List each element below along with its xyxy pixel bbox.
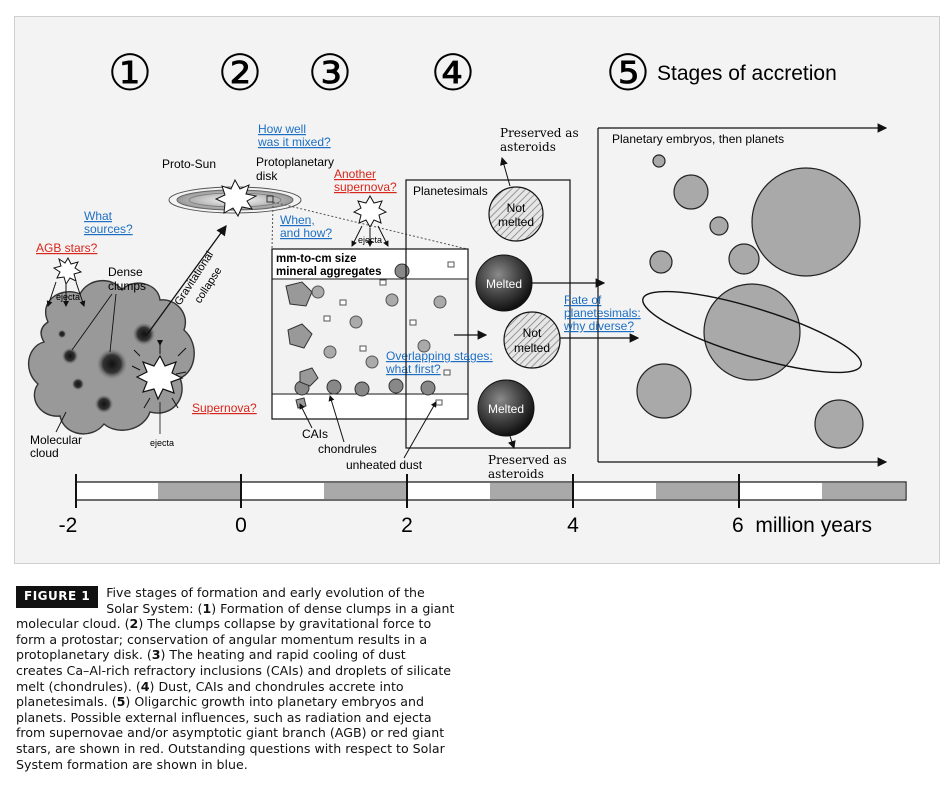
- ejecta-left-label: ejecta: [56, 292, 80, 302]
- unheated-dust-label: unheated dust: [346, 458, 423, 472]
- molecular-cloud-label-1: Molecular: [30, 433, 82, 447]
- planets: [636, 154, 864, 449]
- stage-2-number: ②: [218, 44, 263, 102]
- question-when-how-1: When,: [280, 213, 315, 227]
- stage-1-number: ①: [108, 44, 153, 102]
- timeline-tick-6-million-years: 6 million years: [732, 514, 872, 537]
- mineral-label-1: mm-to-cm size: [276, 253, 357, 265]
- timeline-bar: [75, 474, 907, 508]
- dense-clumps-label-2: clumps: [108, 279, 146, 293]
- stage-5-number: ⑤: [606, 44, 651, 102]
- question-how-mixed-1: How well: [258, 122, 306, 136]
- question-what-sources-1: What: [84, 209, 113, 223]
- mineral-aggregates-box: [271, 248, 469, 420]
- preserved-top-1: Preserved as: [500, 126, 579, 140]
- preserved-bottom-2: asteroids: [488, 467, 544, 481]
- planetesimal-not-melted-top: [488, 186, 544, 242]
- planetesimal-not-melted-middle: [503, 311, 561, 369]
- planetesimals-box: [405, 179, 571, 449]
- protoplanetary-label-2: disk: [256, 169, 278, 183]
- question-fate-1: Fate of: [564, 293, 602, 307]
- mineral-label-2: mineral aggregates: [276, 266, 381, 278]
- timeline-tick-4: 4: [567, 514, 579, 537]
- melted-top-label: Melted: [486, 277, 522, 291]
- protoplanetary-disk: [168, 178, 302, 218]
- timeline-tick-minus2: -2: [59, 514, 78, 537]
- melted-bottom-label: Melted: [488, 402, 524, 416]
- not-melted-middle-2: melted: [514, 341, 550, 355]
- protoplanetary-label-1: Protoplanetary: [256, 155, 334, 169]
- stages-title: Stages of accretion: [657, 62, 837, 85]
- question-when-how-2: and how?: [280, 226, 332, 240]
- preserved-bottom-1: Preserved as: [488, 453, 567, 467]
- planet-ring: [642, 290, 862, 374]
- not-melted-top-2: melted: [498, 215, 534, 229]
- question-how-mixed-2: was it mixed?: [257, 135, 331, 149]
- question-overlapping-1: Overlapping stages:: [386, 349, 493, 363]
- planetesimal-melted-bottom: [477, 379, 535, 437]
- influence-another-supernova-2: supernova?: [334, 180, 397, 194]
- influence-supernova: Supernova?: [192, 401, 257, 415]
- ejecta-top-label: ejecta: [358, 235, 382, 245]
- question-fate-2: planetesimals:: [564, 306, 641, 320]
- question-what-sources-2: sources?: [84, 222, 133, 236]
- collapse-arrow: [145, 224, 227, 337]
- influence-another-supernova-1: Another: [334, 167, 376, 181]
- not-melted-top-1: Not: [507, 201, 526, 215]
- molecular-cloud-label-2: cloud: [30, 446, 59, 460]
- agb-star-icon: [46, 256, 86, 307]
- preserved-top-2: asteroids: [500, 140, 556, 154]
- figure-tag: FIGURE 1: [16, 586, 99, 608]
- cais-label: CAIs: [302, 427, 328, 441]
- proto-sun-label: Proto-Sun: [162, 157, 216, 171]
- molecular-cloud: [27, 280, 195, 435]
- planets-box: [597, 123, 888, 467]
- stage-4-number: ④: [431, 44, 476, 102]
- timeline-tick-2: 2: [401, 514, 413, 537]
- question-overlapping-2: what first?: [385, 362, 441, 376]
- stage-3-number: ③: [308, 44, 353, 102]
- question-fate-3: why diverse?: [563, 319, 634, 333]
- timeline-tick-0: 0: [235, 514, 247, 537]
- ejecta-bottom-label: ejecta: [150, 438, 174, 448]
- dense-clumps-label-1: Dense: [108, 265, 143, 279]
- not-melted-middle-1: Not: [523, 326, 542, 340]
- embryos-label: Planetary embryos, then planets: [612, 132, 784, 146]
- stages-diagram: ① ② ③ ④ ⑤ Stages of accretion ejecta eje…: [27, 44, 907, 537]
- another-supernova-star-icon: [351, 194, 389, 247]
- chondrules-label: chondrules: [318, 442, 377, 456]
- supernova-star-icon: [131, 340, 187, 409]
- influence-agb-stars: AGB stars?: [36, 241, 98, 255]
- planetesimals-label: Planetesimals: [413, 184, 488, 198]
